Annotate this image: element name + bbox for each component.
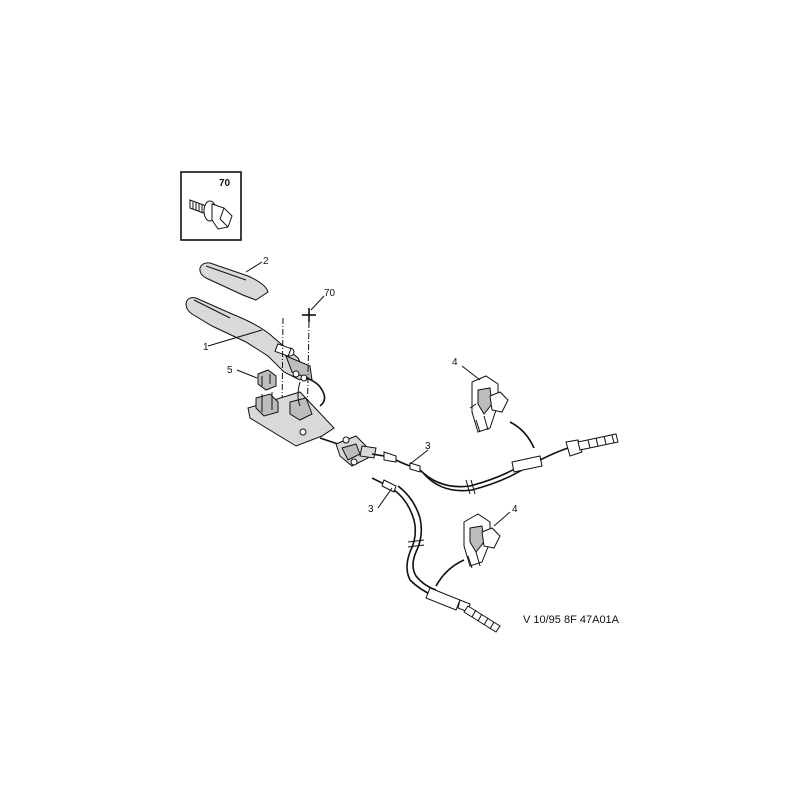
leader-line xyxy=(236,369,258,379)
lever-grip-cover xyxy=(199,262,269,301)
callout-70: 70 xyxy=(324,288,336,299)
cable-clip-upper xyxy=(469,375,509,433)
leader-line xyxy=(310,295,325,311)
leader-line xyxy=(377,487,393,509)
primary-cable xyxy=(305,377,326,407)
clip-arrow xyxy=(509,421,535,449)
cable-equalizer xyxy=(319,435,377,467)
leader-line xyxy=(245,261,263,273)
cable-clip-lower xyxy=(463,513,501,569)
callout-2: 2 xyxy=(263,256,269,267)
callout-3-lower: 3 xyxy=(368,504,374,515)
callout-4-lower: 4 xyxy=(512,504,518,515)
callout-5: 5 xyxy=(227,365,233,376)
lever-base-plate xyxy=(247,381,335,447)
bolt-inset: 70 xyxy=(180,171,242,241)
leader-line xyxy=(207,329,263,347)
inset-torque-label: 70 xyxy=(219,178,231,189)
leader-line xyxy=(493,511,511,527)
handbrake-lever xyxy=(185,297,313,382)
bolt-icon xyxy=(189,199,233,230)
callout-4-upper: 4 xyxy=(452,357,458,368)
callout-3-upper: 3 xyxy=(425,441,431,452)
clip-arrow xyxy=(435,559,465,587)
drawing-reference-code: V 10/95 8F 47A01A xyxy=(523,614,620,626)
leader-line xyxy=(461,365,481,381)
clip-part xyxy=(257,369,277,391)
rear-brake-cable-right xyxy=(371,433,619,495)
rear-brake-cable-left xyxy=(371,477,501,633)
leader-line xyxy=(409,449,429,465)
callout-1: 1 xyxy=(203,342,209,353)
